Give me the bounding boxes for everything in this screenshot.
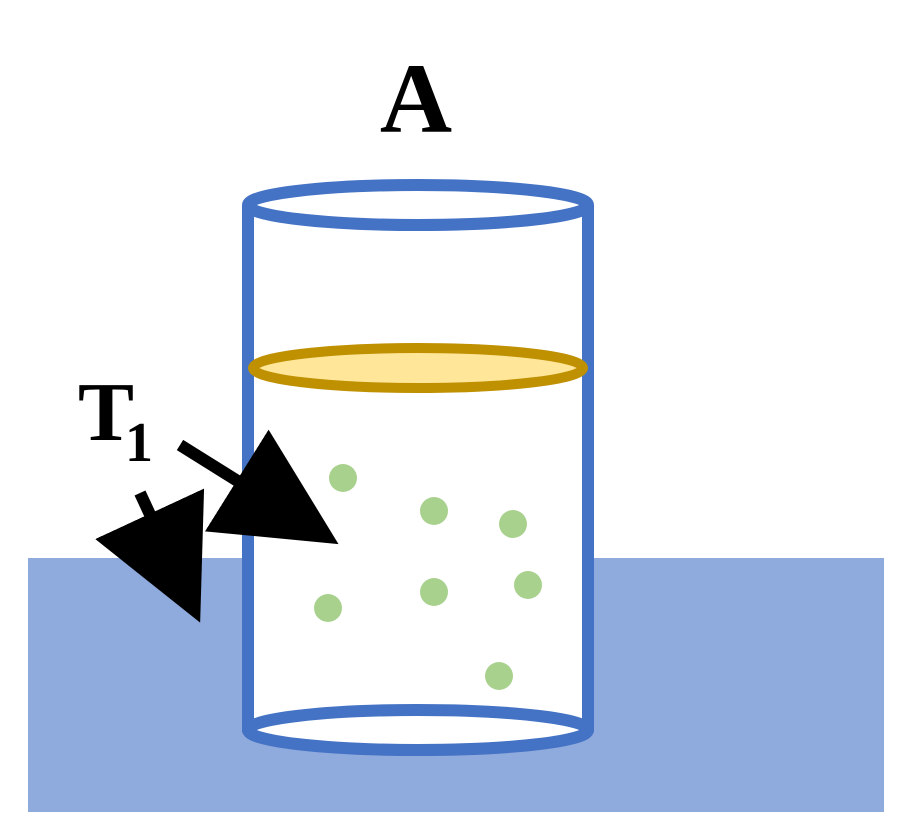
particle [485, 662, 513, 690]
container-interior [248, 205, 588, 732]
floating-layer [248, 343, 588, 393]
particle [329, 464, 357, 492]
arrow-to-bath [95, 488, 205, 623]
container-bottom-rim [242, 704, 594, 756]
title-label: A [380, 43, 452, 154]
particle [420, 497, 448, 525]
particle [499, 510, 527, 538]
temperature-subscript: 1 [125, 412, 153, 474]
container-top-rim [242, 179, 594, 231]
particle [514, 571, 542, 599]
temperature-label: T [78, 366, 134, 459]
arrow-to-container [176, 429, 339, 545]
particle [314, 594, 342, 622]
particle [420, 578, 448, 606]
